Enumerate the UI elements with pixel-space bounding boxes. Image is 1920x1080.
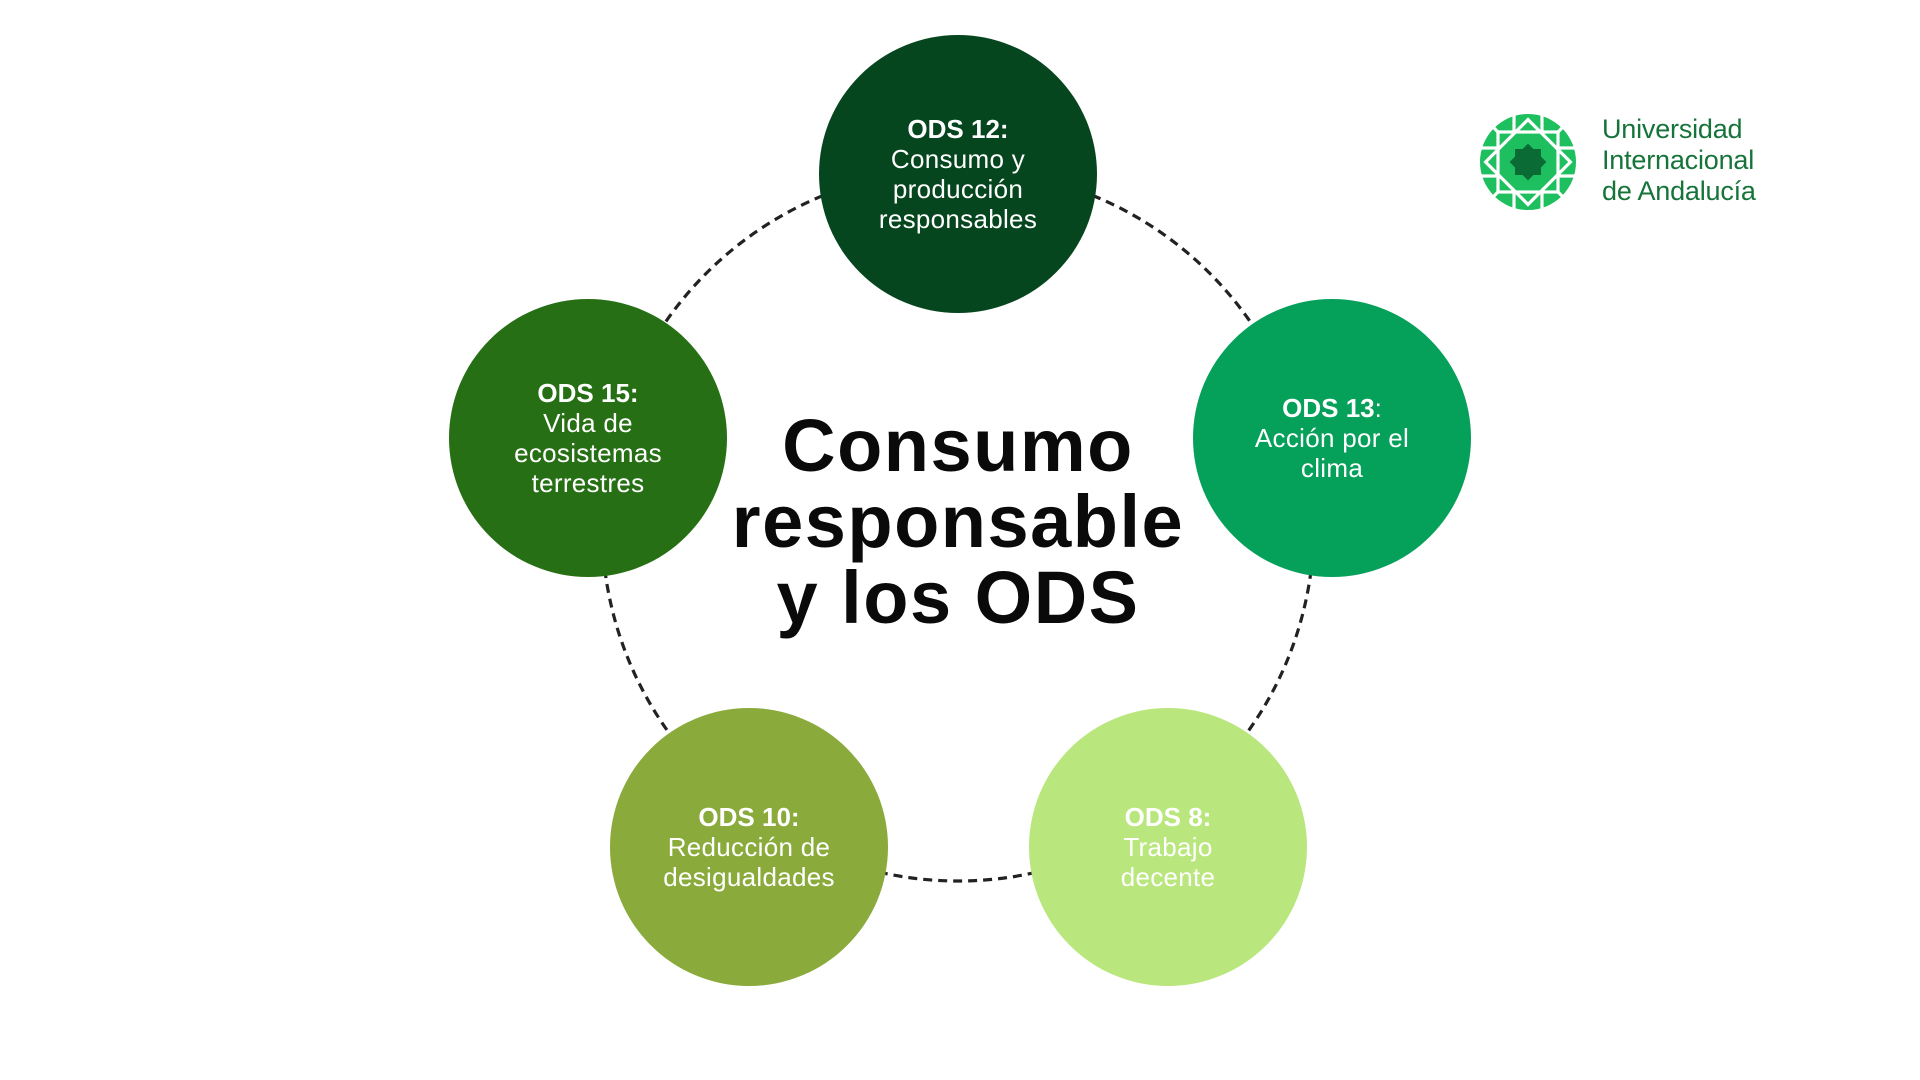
node-desc-line: responsables (878, 204, 1038, 234)
node-ods-12: ODS 12: Consumo y producción responsable… (819, 35, 1097, 313)
node-ods-10: ODS 10: Reducción de desigualdades (610, 708, 888, 986)
node-desc-line: desigualdades (663, 862, 835, 892)
node-label: ODS 12: (907, 114, 1009, 144)
node-desc-line: terrestres (531, 468, 645, 498)
node-desc-line: producción (892, 174, 1024, 204)
node-desc-line: Acción por el (1254, 423, 1410, 453)
node-desc-line: ecosistemas (514, 438, 662, 468)
node-ods-13: ODS 13: Acción por el clima (1193, 299, 1471, 577)
university-name: Universidad Internacional de Andalucía (1602, 114, 1756, 207)
node-desc-line: Trabajo (1123, 832, 1213, 862)
diagram-title: Consumo responsable y los ODS (658, 408, 1258, 636)
university-logo: Universidad Internacional de Andalucía (1478, 108, 1818, 214)
node-desc-line: Vida de (543, 408, 633, 438)
title-line: y los ODS (776, 556, 1140, 639)
node-desc-line: decente (1120, 862, 1216, 892)
title-line: Consumo (782, 404, 1134, 487)
uia-star-emblem-icon (1478, 112, 1578, 212)
node-label-number: ODS 13 (1282, 393, 1375, 423)
node-label: ODS 10: (698, 802, 800, 832)
node-label-colon: : (1374, 393, 1382, 423)
logo-text-line: de Andalucía (1602, 176, 1756, 206)
logo-text-line: Internacional (1602, 145, 1755, 175)
node-label: ODS 8: (1124, 802, 1212, 832)
node-ods-15: ODS 15: Vida de ecosistemas terrestres (449, 299, 727, 577)
node-ods-8: ODS 8: Trabajo decente (1029, 708, 1307, 986)
node-desc-line: Reducción de (667, 832, 831, 862)
node-label: ODS 13: (1217, 393, 1447, 423)
title-line: responsable (731, 480, 1185, 563)
logo-text-line: Universidad (1602, 114, 1743, 144)
node-desc-line: clima (1300, 453, 1364, 483)
node-label: ODS 15: (537, 378, 639, 408)
node-desc-line: Consumo y (890, 144, 1026, 174)
